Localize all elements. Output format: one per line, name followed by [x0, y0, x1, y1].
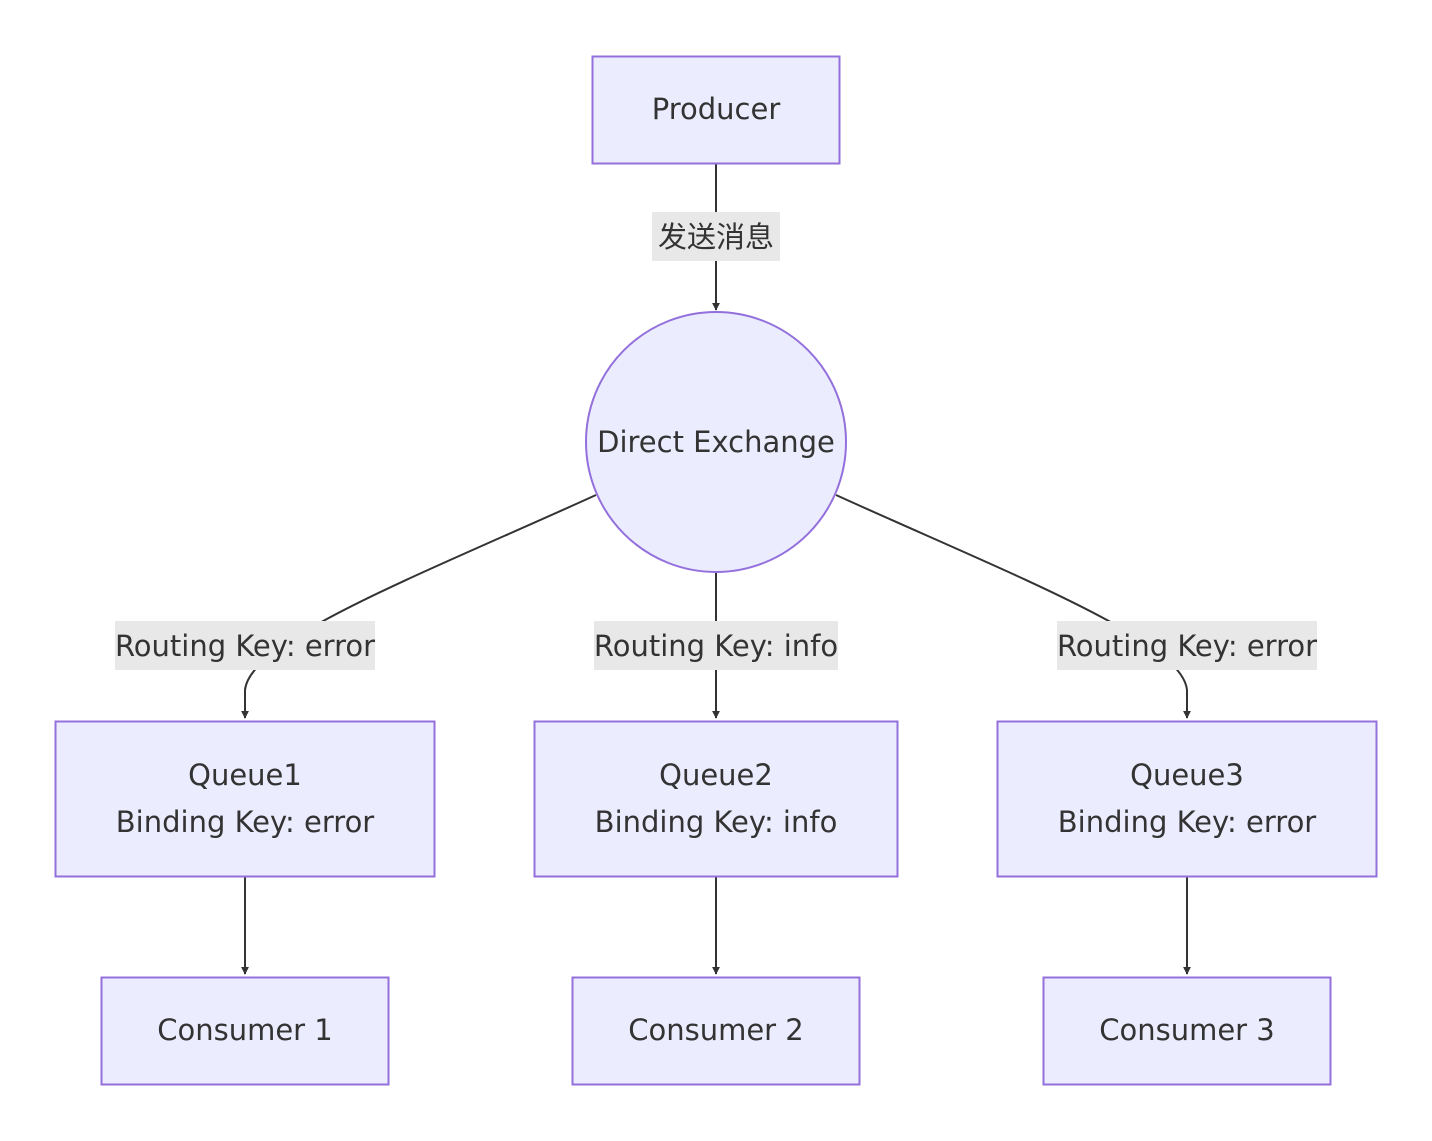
- node-queue3: Queue3 Binding Key: error: [996, 720, 1378, 878]
- edge-label-route2-text: Routing Key: info: [594, 629, 838, 663]
- node-producer-label: Producer: [652, 92, 781, 126]
- edges: [241, 164, 1191, 975]
- edge-exchange-queue1: [241, 494, 597, 719]
- edge-label-route3-text: Routing Key: error: [1057, 629, 1317, 663]
- edge-label-route1: Routing Key: error: [115, 621, 375, 670]
- edge-label-send-text: 发送消息: [658, 220, 774, 254]
- edge-label-route2: Routing Key: info: [594, 621, 838, 670]
- node-consumer3: Consumer 3: [1042, 976, 1332, 1086]
- node-queue3-line2: Binding Key: error: [1058, 805, 1317, 839]
- node-queue2: Queue2 Binding Key: info: [533, 720, 899, 878]
- node-queue2-line2: Binding Key: info: [595, 805, 838, 839]
- node-consumer2: Consumer 2: [571, 976, 861, 1086]
- node-queue1: Queue1 Binding Key: error: [54, 720, 436, 878]
- node-queue1-line1: Queue1: [188, 758, 302, 792]
- node-consumer3-label: Consumer 3: [1099, 1013, 1275, 1047]
- node-producer: Producer: [591, 55, 841, 165]
- node-exchange: Direct Exchange: [585, 311, 847, 573]
- node-queue1-line2: Binding Key: error: [116, 805, 375, 839]
- edge-label-route3: Routing Key: error: [1057, 621, 1317, 670]
- edge-label-send: 发送消息: [652, 212, 780, 261]
- node-queue3-line1: Queue3: [1130, 758, 1244, 792]
- node-exchange-label: Direct Exchange: [597, 425, 835, 459]
- node-consumer1-label: Consumer 1: [157, 1013, 333, 1047]
- node-consumer1: Consumer 1: [100, 976, 390, 1086]
- node-consumer2-label: Consumer 2: [628, 1013, 804, 1047]
- edge-exchange-queue3: [835, 494, 1191, 719]
- node-queue2-line1: Queue2: [659, 758, 773, 792]
- edge-label-route1-text: Routing Key: error: [115, 629, 375, 663]
